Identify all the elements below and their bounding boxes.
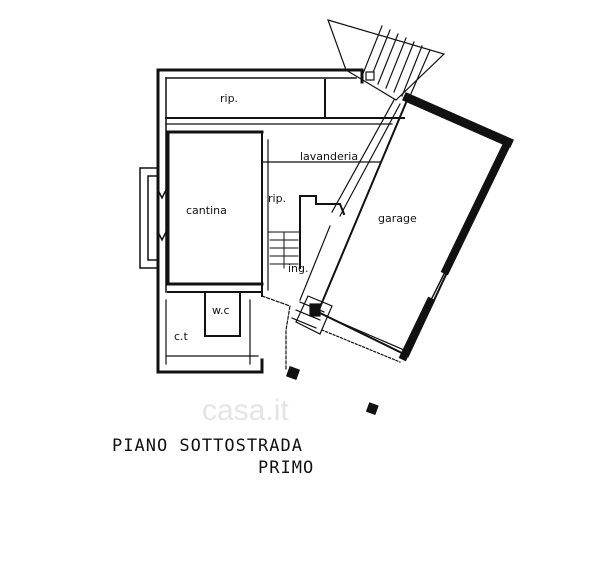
entrance-stairs: [261, 295, 405, 371]
outer-walls: [156, 68, 364, 374]
room-label-rip-mid: rip.: [268, 192, 286, 205]
room-label-garage: garage: [378, 212, 417, 225]
internal-stair: [267, 231, 301, 269]
bay-window: [139, 167, 168, 269]
corner-post: [285, 365, 301, 381]
exterior-stair: [327, 19, 446, 101]
watermark: casa.it: [202, 394, 289, 427]
room-label-ct: c.t: [174, 330, 189, 343]
room-label-cantina: cantina: [186, 204, 227, 217]
corner-post: [365, 402, 379, 416]
garage-walls: [299, 92, 514, 362]
plan-caption-line1: PIANO SOTTOSTRADA: [112, 436, 303, 456]
room-label-lavanderia: lavanderia: [300, 150, 358, 163]
interior-walls: [165, 79, 405, 365]
room-label-wc: w.c: [212, 304, 230, 317]
plan-caption-line2: PRIMO: [258, 458, 315, 478]
room-label-rip-top: rip.: [220, 92, 238, 105]
room-label-ingresso: ing.: [288, 262, 309, 275]
